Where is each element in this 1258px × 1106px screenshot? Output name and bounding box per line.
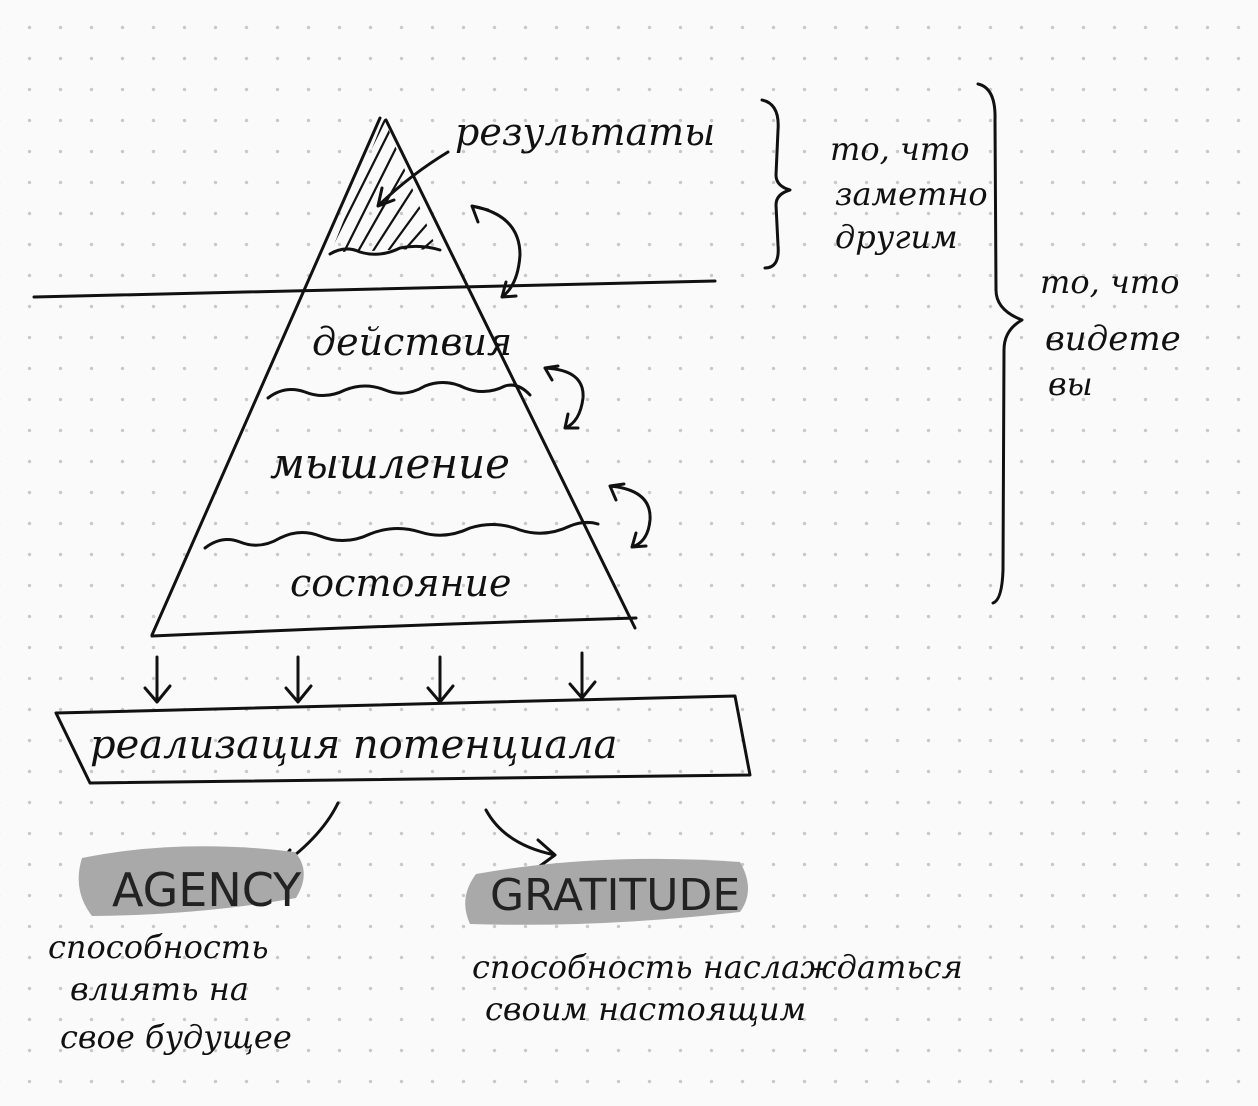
cycle-arrow-1: [470, 204, 522, 299]
divider-thinking-state: [203, 520, 600, 550]
gratitude-description: способность наслаждаться своим настоящим: [472, 948, 963, 1028]
down-arrow-2: [284, 655, 313, 704]
results-pointer-arrow: [376, 150, 450, 208]
brace-visible-to-you: [976, 82, 1024, 605]
pyramid-right-edge: [384, 118, 637, 630]
pyramid-base: [150, 616, 638, 638]
agency-title: AGENCY: [112, 863, 302, 917]
down-arrow-4: [568, 651, 597, 700]
visible-to-others-text: то, что заметно другим: [830, 130, 988, 256]
visible-to-you-text: то, что видете вы: [1040, 263, 1181, 403]
results-hatching: [330, 118, 437, 255]
label-results: результаты: [455, 110, 715, 154]
gratitude-highlight: [465, 858, 748, 925]
potential-box: [54, 694, 752, 785]
label-potential: реализация потенциала: [90, 722, 618, 768]
visible-to-you-line-2: видете: [1045, 319, 1181, 359]
results-wavy-line: [328, 244, 442, 256]
cycle-arrow-2: [543, 364, 585, 430]
down-arrows: [143, 651, 597, 704]
cycle-arrow-3: [608, 482, 652, 549]
agency-desc-line-3: свое будущее: [60, 1018, 292, 1056]
pyramid: [150, 116, 638, 638]
label-actions: действия: [312, 320, 512, 364]
gratitude-desc-line-2: своим настоящим: [485, 990, 806, 1028]
agency-highlight: [78, 846, 304, 916]
waterline: [32, 279, 717, 299]
pyramid-left-edge: [150, 116, 382, 637]
agency-desc-line-1: способность: [48, 928, 269, 966]
visible-to-others-line-1: то, что: [830, 130, 969, 168]
gratitude-desc-line-1: способность наслаждаться: [472, 948, 963, 986]
agency-description: способность влиять на свое будущее: [48, 928, 292, 1056]
gratitude-title: GRATITUDE: [490, 870, 740, 921]
arrow-to-gratitude: [484, 808, 557, 868]
agency-desc-line-2: влиять на: [70, 970, 249, 1008]
label-thinking: мышление: [270, 439, 510, 488]
visible-to-others-line-3: другим: [835, 218, 958, 256]
visible-to-you-line-1: то, что: [1040, 263, 1179, 301]
down-arrow-3: [426, 655, 455, 704]
visible-to-you-line-3: вы: [1048, 365, 1093, 403]
label-state: состояние: [290, 561, 512, 605]
down-arrow-1: [143, 655, 172, 704]
brace-visible-to-others: [760, 98, 792, 270]
divider-actions-thinking: [266, 381, 532, 400]
visible-to-others-line-2: заметно: [835, 175, 988, 213]
